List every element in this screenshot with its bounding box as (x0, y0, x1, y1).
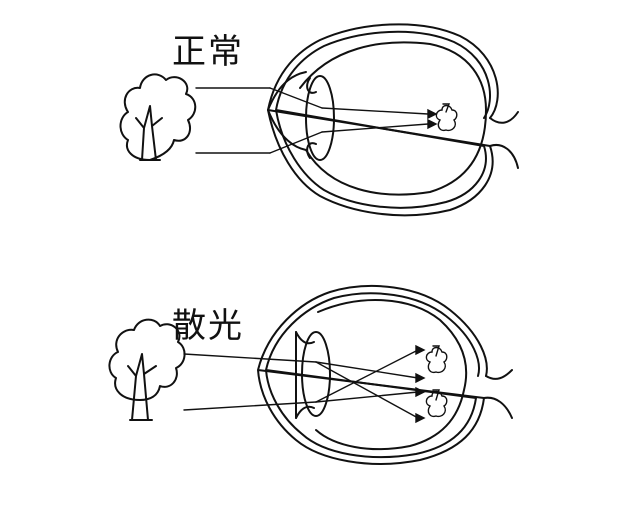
eyeball-outline (267, 23, 519, 217)
retina-image-icon-upper (425, 345, 448, 374)
lens-icon (295, 331, 331, 419)
retina-image-icon-lower (425, 389, 448, 418)
tree-icon (108, 318, 186, 421)
retina-image-icon (435, 103, 458, 132)
light-rays (195, 87, 438, 154)
tree-icon (119, 73, 197, 161)
normal-eye-drawing (119, 23, 519, 217)
normal-label: 正常 (172, 32, 244, 72)
astigmatism-label: 散光 (172, 306, 244, 346)
normal-eye-diagram: 正常 (0, 0, 640, 250)
astigmatism-eye-diagram: 散光 (0, 270, 640, 507)
lens-icon (267, 71, 335, 161)
light-rays (183, 344, 426, 424)
astigmatism-eye-drawing (108, 285, 513, 465)
